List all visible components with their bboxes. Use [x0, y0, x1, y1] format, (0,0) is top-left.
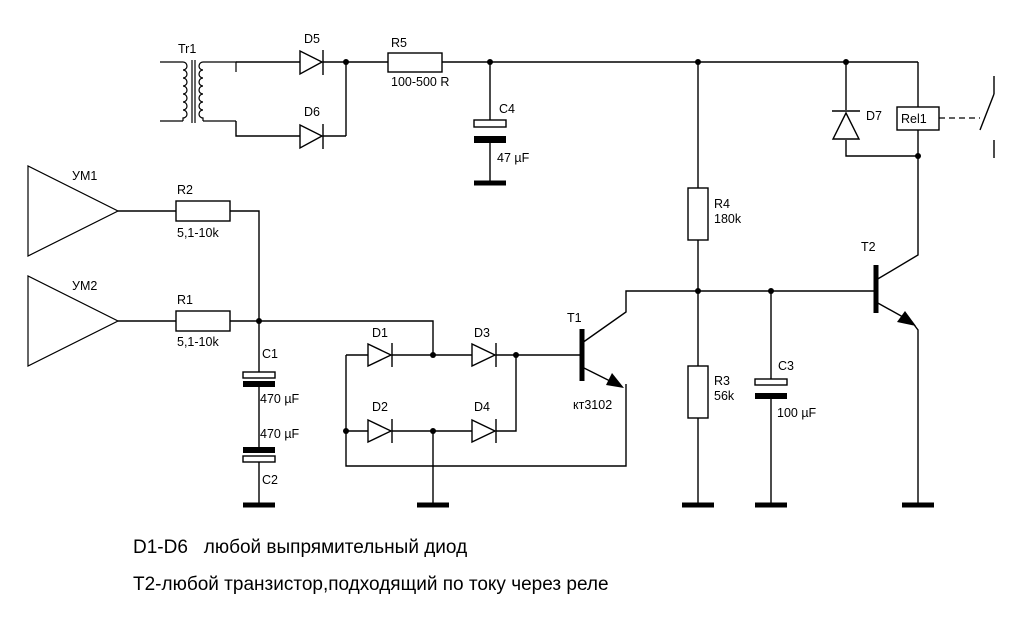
d2-label: D2 — [372, 400, 388, 414]
r3-label: R3 — [714, 374, 730, 388]
note-transistor: T2-любой транзистор,подходящий по току ч… — [133, 574, 609, 595]
c4-value: 47 µF — [497, 151, 530, 165]
resistor-r2 — [175, 200, 231, 222]
r5-value: 100-500 R — [391, 75, 449, 89]
resistor-r3 — [687, 365, 709, 419]
resistor-r5 — [387, 52, 443, 73]
d6-label: D6 — [304, 105, 320, 119]
c2-label: C2 — [262, 473, 278, 487]
r1-label: R1 — [177, 293, 193, 307]
um1-label: УМ1 — [72, 169, 97, 183]
resistor-r4 — [687, 187, 709, 241]
resistor-r1 — [175, 310, 231, 332]
t1-label: T1 — [567, 311, 582, 325]
capacitor-c3 — [754, 378, 788, 399]
d7-label: D7 — [866, 109, 882, 123]
relay-contact — [939, 76, 995, 158]
diode-d1 — [367, 342, 393, 368]
note-diodes: D1-D6 любой выпрямительный диод — [133, 537, 468, 558]
diode-d4 — [471, 418, 497, 444]
r4-value: 180k — [714, 212, 742, 226]
d4-label: D4 — [474, 400, 490, 414]
c3-value: 100 µF — [777, 406, 817, 420]
r2-label: R2 — [177, 183, 193, 197]
rel1-label: Rel1 — [901, 112, 927, 126]
d1-label: D1 — [372, 326, 388, 340]
d3-label: D3 — [474, 326, 490, 340]
amplifier-um2 — [27, 275, 120, 367]
capacitor-c1 — [242, 371, 276, 387]
t2-label: T2 — [861, 240, 876, 254]
transistor-t1 — [579, 290, 698, 388]
r5-label: R5 — [391, 36, 407, 50]
r2-value: 5,1-10k — [177, 226, 219, 240]
diode-d5 — [299, 49, 324, 76]
t1-type: кт3102 — [573, 398, 612, 412]
amplifier-um1 — [27, 165, 120, 257]
capacitor-c2 — [242, 447, 276, 463]
c1-label: C1 — [262, 347, 278, 361]
c4-label: C4 — [499, 102, 515, 116]
d5-label: D5 — [304, 32, 320, 46]
c1-value: 470 µF — [260, 392, 300, 406]
r1-value: 5,1-10k — [177, 335, 219, 349]
diode-d6 — [299, 123, 324, 150]
um2-label: УМ2 — [72, 279, 97, 293]
c2-value: 470 µF — [260, 427, 300, 441]
diode-d2 — [367, 418, 393, 444]
transformer-tr1 — [160, 60, 237, 123]
capacitor-c4 — [473, 119, 507, 143]
c3-label: C3 — [778, 359, 794, 373]
transistor-t2 — [873, 156, 919, 505]
diode-d7 — [831, 110, 861, 140]
diode-d3 — [471, 342, 497, 368]
tr1-label: Tr1 — [178, 42, 196, 56]
r4-label: R4 — [714, 197, 730, 211]
r3-value: 56k — [714, 389, 735, 403]
